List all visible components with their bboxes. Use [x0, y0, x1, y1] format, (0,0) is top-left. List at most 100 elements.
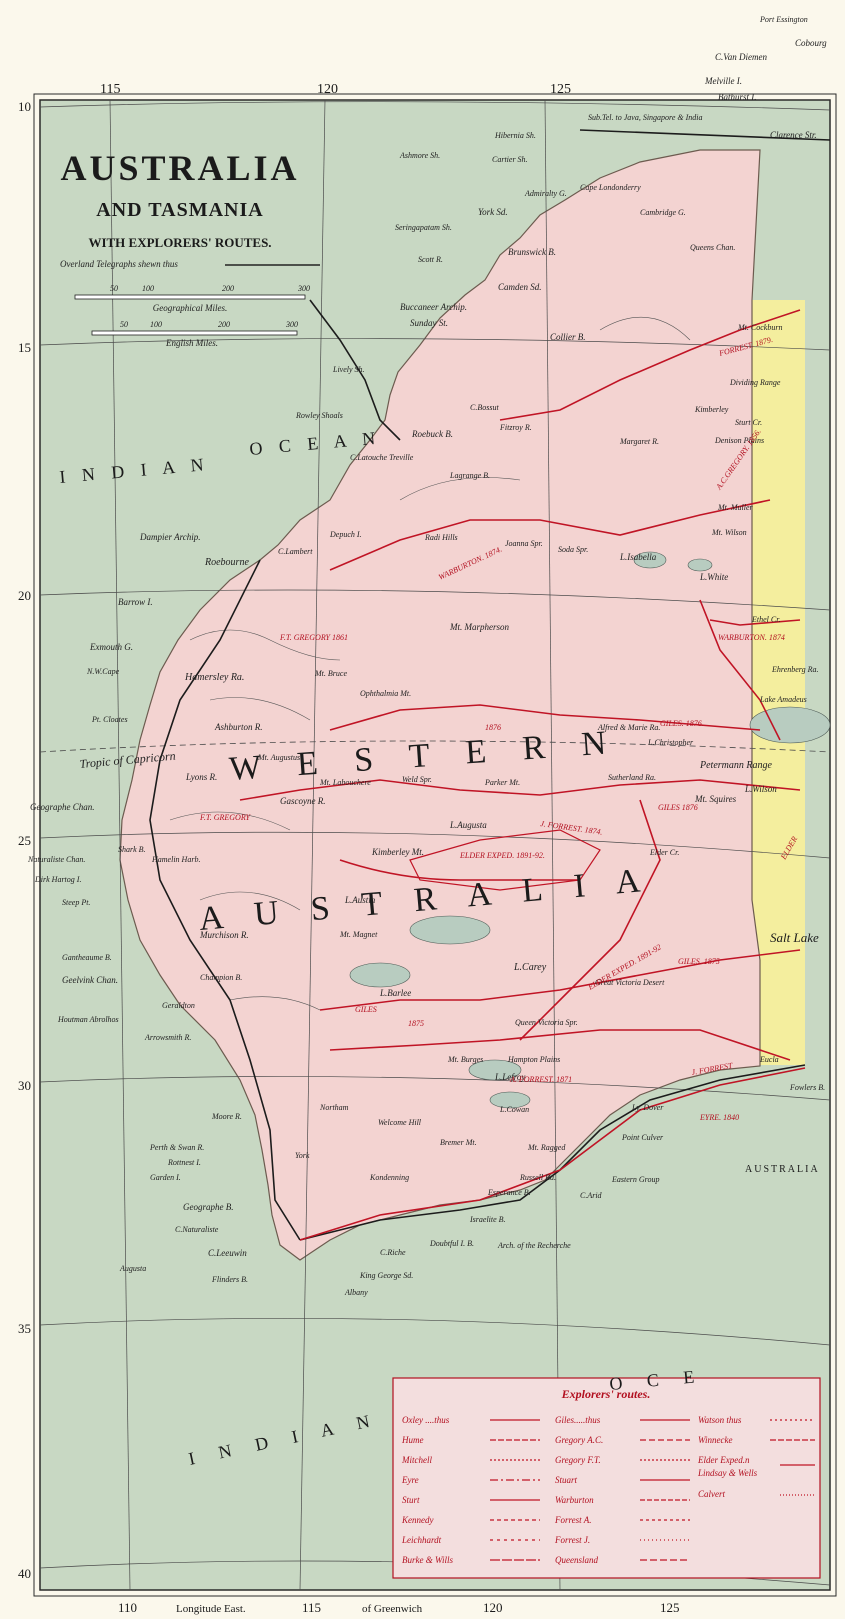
place-name: Rottnest I. — [167, 1158, 201, 1167]
place-name: Mt. Muller — [717, 503, 754, 512]
place-name: Lively Sh. — [332, 365, 365, 374]
place-name: Flinders B. — [211, 1275, 248, 1284]
eng-tick-4: 300 — [285, 320, 298, 329]
eng-scale-bar — [91, 330, 298, 336]
map-subtitle: AND TASMANIA — [96, 199, 263, 221]
place-name: Mt. Marpherson — [449, 622, 509, 632]
tropic-of-capricorn-line — [39, 740, 831, 753]
eng-tick-3: 200 — [218, 320, 230, 329]
route-label: EYRE. 1840 — [699, 1113, 739, 1122]
legend-box — [392, 1377, 821, 1579]
lon-top-125: 125 — [550, 82, 571, 97]
neighbour-territory — [752, 300, 805, 1065]
place-name: Eastern Group — [611, 1175, 659, 1184]
graticule — [39, 99, 831, 1591]
lon-top-115: 115 — [100, 82, 120, 97]
place-name: Hampton Plains — [507, 1055, 560, 1064]
place-name: L.Cowan — [499, 1105, 529, 1114]
geo-tick-1: 50 — [110, 284, 118, 293]
indian-ocean-label-a: I N D I A N — [59, 454, 211, 487]
place-name: Mt. Burges — [447, 1055, 483, 1064]
place-name: Pt. Cloates — [91, 715, 128, 724]
indian-ocean-south-a: I N D I A N — [187, 1409, 381, 1469]
place-name: Queen Victoria Spr. — [515, 1018, 578, 1027]
legend-entry: Forrest J. — [554, 1535, 590, 1545]
place-name: L.White — [699, 572, 728, 582]
place-name: C.Arid — [580, 1191, 603, 1200]
legend-entry: Watson thus — [698, 1415, 742, 1425]
place-name: C.Latouche Treville — [350, 453, 414, 462]
legend-title: Explorers' routes. — [561, 1387, 651, 1401]
place-name: L.Augusta — [449, 820, 487, 830]
place-name: Sub.Tel. to Java, Singapore & India — [588, 113, 703, 122]
route-label: J. FORREST. 1874. — [540, 819, 603, 837]
place-name: Lyons R. — [185, 772, 217, 782]
lakes — [349, 551, 831, 1109]
place-name: Depuch I. — [329, 530, 362, 539]
place-name: Moore R. — [211, 1112, 242, 1121]
place-name: Geraldton — [162, 1001, 195, 1010]
place-name: Welcome Hill — [378, 1118, 422, 1127]
place-name: York — [295, 1151, 310, 1160]
lat-40: 40 — [18, 1566, 31, 1581]
place-name: Lagrange B. — [449, 471, 490, 480]
geo-tick-2: 100 — [142, 284, 154, 293]
place-name: Esperance B. — [487, 1188, 531, 1197]
place-name: C.Lambert — [278, 547, 313, 556]
place-name: Camden Sd. — [498, 282, 542, 292]
place-name: Petermann Range — [699, 760, 772, 771]
place-name: Admiralty G. — [524, 189, 567, 198]
place-name: Sutherland Ra. — [608, 773, 656, 782]
place-name: Northam — [319, 1103, 349, 1112]
place-name: Kondenning — [369, 1173, 409, 1182]
legend: Explorers' routes. Oxley ....thus Hume M… — [401, 1387, 815, 1565]
place-name: Geelvink Chan. — [62, 975, 118, 985]
rivers — [169, 316, 691, 1011]
place-names: Port Essington Cobourg C.Van Diemen Melv… — [27, 15, 827, 1297]
place-name: Champion B. — [200, 973, 242, 982]
place-name: L.Austin — [344, 895, 376, 905]
place-name: C.Riche — [380, 1248, 406, 1257]
place-name: Radi Hills — [424, 533, 458, 542]
legend-entry: Lindsay & Wells — [697, 1468, 758, 1478]
place-name: L.Lefroy — [494, 1072, 525, 1082]
place-name: Cobourg — [795, 38, 827, 48]
map-title: AUSTRALIA — [60, 148, 299, 188]
geo-tick-4: 300 — [297, 284, 310, 293]
legend-entry: Stuart — [555, 1475, 578, 1485]
legend-entry: Eyre — [401, 1475, 419, 1485]
place-name: Alfred & Marie Ra. — [597, 723, 660, 732]
route-label: ELDER — [778, 835, 799, 862]
place-name: Soda Spr. — [558, 545, 588, 554]
lat-10: 10 — [18, 99, 31, 114]
place-name: Mt. Cockburn — [737, 323, 782, 332]
place-name: Fitzroy R. — [499, 423, 532, 432]
legend-entry: Calvert — [698, 1489, 725, 1499]
longitude-east-caption: Longitude East. — [176, 1603, 246, 1615]
place-name: L.Christopher — [647, 738, 694, 747]
route-label: ELDER EXPED. 1891-92. — [459, 851, 545, 860]
place-name: L.Isabella — [619, 552, 657, 562]
lon-bottom-110: 110 — [118, 1600, 137, 1615]
place-name: Kimberley — [694, 405, 729, 414]
legend-entry: Gregory F.T. — [555, 1455, 601, 1465]
place-name: Ly. Dover — [631, 1103, 664, 1112]
place-name: Rowley Shoals — [295, 411, 343, 420]
lon-bottom-115: 115 — [302, 1600, 321, 1615]
place-name: Augusta — [119, 1264, 146, 1273]
legend-entry: Giles.....thus — [555, 1415, 601, 1425]
eng-tick-1: 50 — [120, 320, 128, 329]
place-name: Lake Amadeus — [759, 695, 807, 704]
place-name: Mt. Labouchere — [319, 778, 371, 787]
place-name: Albany — [344, 1288, 368, 1297]
place-name: Parker Mt. — [484, 778, 520, 787]
route-label: WARBURTON. 1874. — [437, 545, 503, 582]
legend-entry: Elder Exped.n — [697, 1455, 750, 1465]
place-name: Fowlers B. — [789, 1083, 825, 1092]
legend-entry: Hume — [401, 1435, 424, 1445]
legend-entry: Winnecke — [698, 1435, 732, 1445]
legend-entry: Sturt — [402, 1495, 420, 1505]
place-name: Scott R. — [418, 255, 443, 264]
